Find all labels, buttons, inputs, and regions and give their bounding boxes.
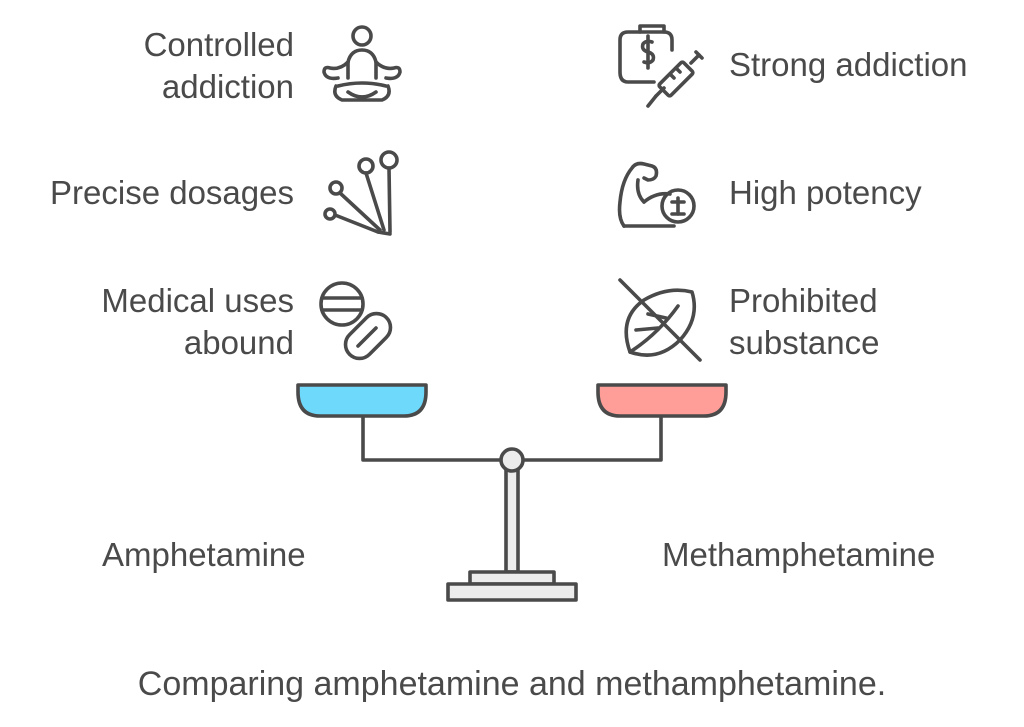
scale-base	[446, 582, 578, 602]
scale-post	[504, 466, 520, 574]
precise-dosages-label: Precise dosages	[50, 174, 294, 211]
pills-icon	[318, 280, 410, 364]
scale-beam	[361, 414, 502, 462]
prohibited-leaf-icon	[614, 274, 706, 366]
diagram-caption: Comparing amphetamine and methamphetamin…	[137, 665, 887, 703]
methamphetamine-label: Methamphetamine	[662, 536, 936, 573]
prohibited-substance-label: Prohibited substance	[729, 282, 880, 361]
money-syringe-icon	[614, 22, 706, 110]
amphetamine-label: Amphetamine	[102, 536, 306, 573]
medical-uses-label: Medical uses abound	[101, 282, 294, 361]
meditation-person-icon	[318, 22, 406, 110]
strong-addiction-label: Strong addiction	[729, 46, 968, 83]
measuring-spoons-icon	[318, 150, 406, 240]
high-potency-label: High potency	[729, 174, 922, 211]
controlled-addiction-label: Controlled addiction	[143, 26, 294, 105]
methamphetamine-pan	[596, 383, 728, 418]
scale-pivot	[499, 447, 525, 473]
flexed-arm-icon	[614, 158, 706, 232]
amphetamine-pan	[296, 383, 428, 418]
